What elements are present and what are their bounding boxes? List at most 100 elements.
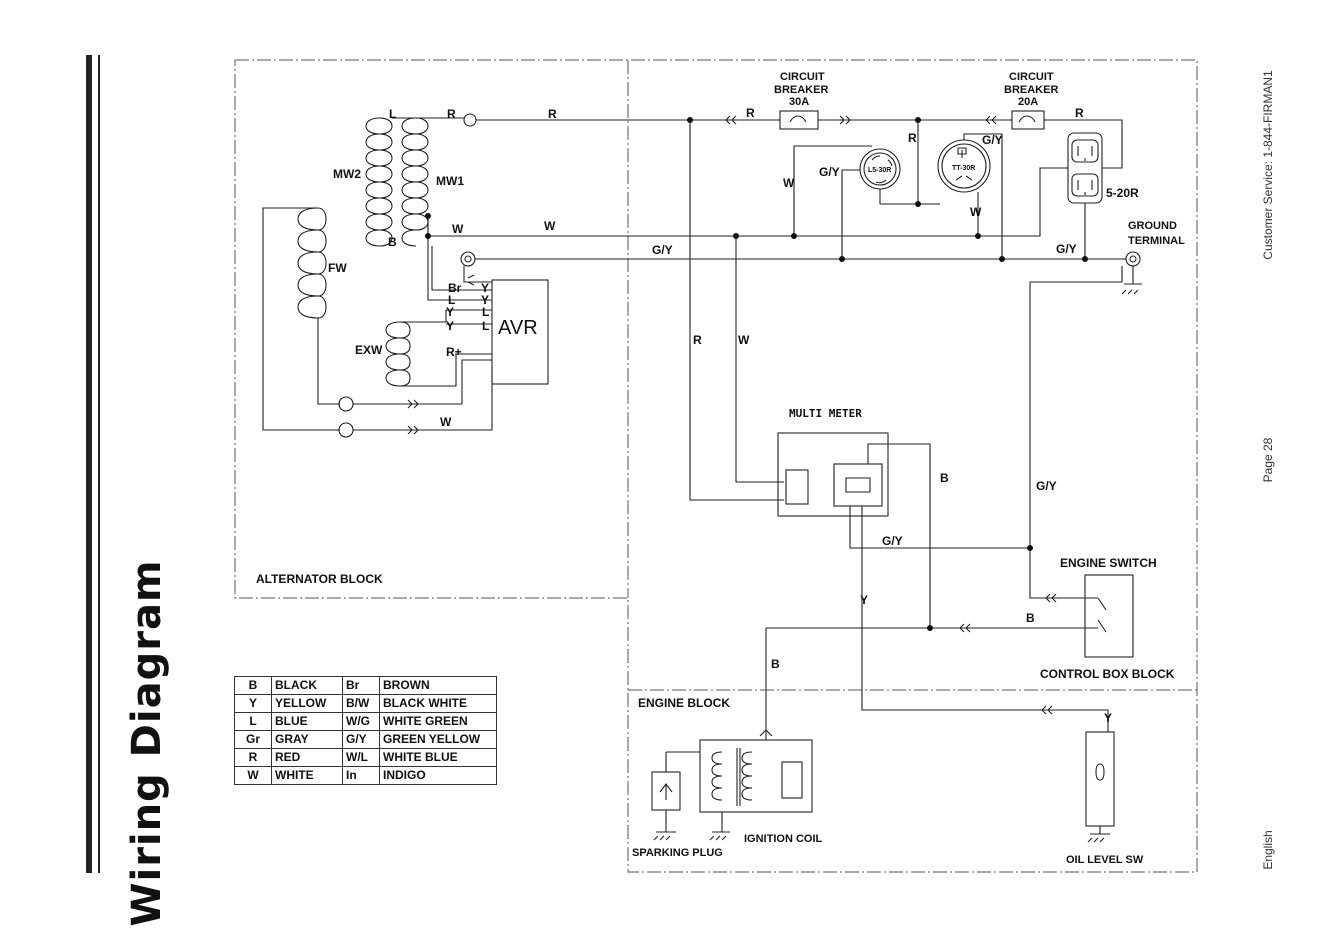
outer-block-border <box>234 59 1198 873</box>
exw-label: EXW <box>355 343 383 357</box>
wire-label-R1: R <box>447 107 456 121</box>
connector-chevrons <box>407 115 1057 715</box>
legend-cell: Br <box>342 676 380 695</box>
title-bar-thick <box>86 55 92 873</box>
fw-coil <box>262 207 493 438</box>
svg-text:L5-30R: L5-30R <box>868 167 891 174</box>
legend-cell: WHITE BLUE <box>379 748 497 767</box>
ground-to-switch-wire <box>1030 266 1123 283</box>
wire-label-Br: Br <box>448 281 462 295</box>
legend-cell: BLUE <box>271 712 343 731</box>
outlet-5-20r-label: 5-20R <box>1106 186 1139 200</box>
legend-cell: G/Y <box>342 730 380 749</box>
wire-label-W1: W <box>452 222 464 236</box>
control-box-block-label: CONTROL BOX BLOCK <box>1040 667 1175 681</box>
wire-label-B2: B <box>940 471 949 485</box>
sparking-plug <box>651 751 700 841</box>
outlet-l5-30r: L5-30R <box>793 145 918 259</box>
wire-label-B3: B <box>1026 611 1035 625</box>
wire-label-W6: W <box>738 333 750 347</box>
avr-module: AVR <box>427 216 549 385</box>
legend-cell: RED <box>271 748 343 767</box>
wire-label-GY4: G/Y <box>982 133 1003 147</box>
wire-label-W5: W <box>440 415 452 429</box>
multi-meter: MULTI METER <box>777 407 1109 732</box>
wire-label-L4: L <box>482 319 489 333</box>
wire-label-Y6: Y <box>1104 711 1112 725</box>
wire-label-R3: R <box>746 106 755 120</box>
wire-label-R4: R <box>1075 106 1084 120</box>
svg-text:TT-30R: TT-30R <box>952 165 975 172</box>
legend-cell: B <box>234 676 272 695</box>
fw-label: FW <box>328 261 347 275</box>
mw1-coil <box>401 117 429 247</box>
title-bar-thin <box>98 55 100 873</box>
wire-label-GY5: G/Y <box>882 534 903 548</box>
legend-cell: BLACK <box>271 676 343 695</box>
breaker-30a: CIRCUIT BREAKER 30A <box>774 71 828 130</box>
svg-text:CIRCUIT: CIRCUIT <box>780 71 825 83</box>
wire-label-Y4: Y <box>481 293 489 307</box>
legend-cell: YELLOW <box>271 694 343 713</box>
wire-label-B4: B <box>771 657 780 671</box>
ignition-coil <box>699 628 813 841</box>
legend-cell: W <box>234 766 272 785</box>
wire-label-Y5: Y <box>860 593 868 607</box>
alternator-block-label: ALTERNATOR BLOCK <box>256 572 383 586</box>
wire-label-B: B <box>388 235 397 249</box>
legend-cell: L <box>234 712 272 731</box>
ignition-coil-label: IGNITION COIL <box>744 833 823 845</box>
ground-terminal-label-2: TERMINAL <box>1128 235 1185 247</box>
legend-cell: INDIGO <box>379 766 497 785</box>
wire-label-W4: W <box>970 205 982 219</box>
engine-block-label: ENGINE BLOCK <box>638 696 730 710</box>
legend-cell: Gr <box>234 730 272 749</box>
oil-level-sw-label: OIL LEVEL SW <box>1066 854 1144 866</box>
legend-cell: GRAY <box>271 730 343 749</box>
legend-cell: B/W <box>342 694 380 713</box>
wire-label-GY6: G/Y <box>1036 479 1057 493</box>
svg-text:MULTI METER: MULTI METER <box>789 407 862 420</box>
legend-cell: BLACK WHITE <box>379 694 497 713</box>
wire-label-Y2: Y <box>446 319 454 333</box>
mw2-label: MW2 <box>333 167 361 181</box>
svg-text:30A: 30A <box>789 96 809 108</box>
meter-feed-wires <box>689 120 784 501</box>
wire-label-R2: R <box>548 107 557 121</box>
wire-label-W3: W <box>783 176 795 190</box>
svg-text:BREAKER: BREAKER <box>1004 84 1058 96</box>
legend-cell: R <box>234 748 272 767</box>
exw-coil <box>385 321 492 387</box>
ground-wire-main <box>460 251 1142 295</box>
mw2-coil <box>365 117 393 247</box>
legend-cell: W/G <box>342 712 380 731</box>
wire-label-GY2: G/Y <box>1056 242 1077 256</box>
svg-text:CIRCUIT: CIRCUIT <box>1009 71 1054 83</box>
legend-cell: In <box>342 766 380 785</box>
ground-terminal-label-1: GROUND <box>1128 220 1177 232</box>
legend-cell: WHITE <box>271 766 343 785</box>
svg-text:AVR: AVR <box>498 317 538 339</box>
wire-label-W2: W <box>544 219 556 233</box>
junction-dots <box>425 117 1088 631</box>
sparking-plug-label: SPARKING PLUG <box>632 847 723 859</box>
wire-label-L2: L <box>448 293 455 307</box>
engine-switch-label: ENGINE SWITCH <box>1060 556 1157 570</box>
wire-label-Y3: Y <box>481 281 489 295</box>
svg-text:20A: 20A <box>1018 96 1038 108</box>
wire-label-R6: R <box>693 333 702 347</box>
wire-label-Y1: Y <box>446 305 454 319</box>
legend-cell: BROWN <box>379 676 497 695</box>
legend-cell: GREEN YELLOW <box>379 730 497 749</box>
wire-label-L3: L <box>482 305 489 319</box>
oil-level-switch <box>1085 731 1115 843</box>
breaker-20a: CIRCUIT BREAKER 20A <box>1004 71 1058 130</box>
